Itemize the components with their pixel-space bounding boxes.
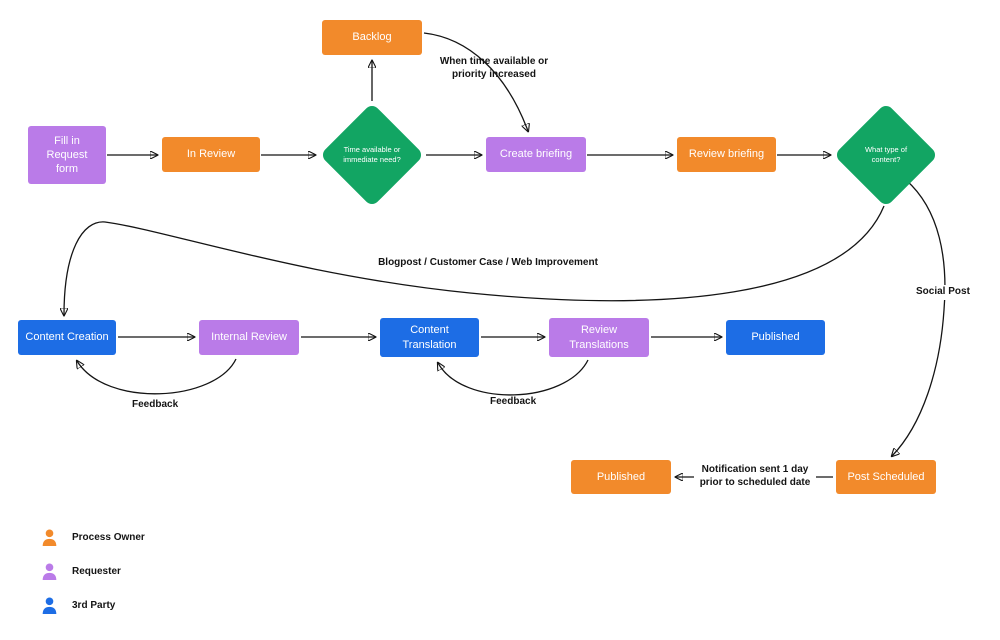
node-create-briefing[interactable]: Create briefing — [486, 137, 586, 172]
node-review-briefing[interactable]: Review briefing — [677, 137, 776, 172]
connector-feedback-to-content-creation — [77, 358, 237, 395]
node-review-translations[interactable]: Review Translations — [549, 318, 649, 357]
node-published-social-label: Published — [596, 470, 646, 483]
connector-type-decision-to-post-scheduled — [892, 179, 946, 456]
legend-item-process-owner: Process Owner — [40, 528, 145, 547]
node-published-web-label: Published — [751, 331, 800, 344]
edge-label-when-time-available: When time available or priority increase… — [439, 56, 549, 80]
connector-type-decision-to-content-creation — [64, 205, 885, 315]
legend-item-3rd-party: 3rd Party — [40, 596, 115, 615]
node-review-briefing-label: Review briefing — [688, 148, 765, 161]
process-owner-icon — [42, 529, 57, 547]
edge-label-feedback-translation: Feedback — [490, 396, 537, 407]
node-post-scheduled-label: Post Scheduled — [847, 470, 925, 483]
connector-backlog-to-create-briefing — [423, 32, 528, 131]
node-fill-request-form[interactable]: Fill in Request form — [28, 126, 106, 184]
legend-label-3rd-party: 3rd Party — [72, 600, 116, 611]
node-content-creation[interactable]: Content Creation — [18, 320, 116, 355]
edge-label-content-types: Blogpost / Customer Case / Web Improveme… — [378, 257, 598, 268]
node-fill-request-form-label: Fill in Request form — [46, 134, 88, 176]
edge-label-social-post: Social Post — [914, 285, 972, 300]
node-review-translations-label: Review Translations — [569, 324, 629, 351]
decision-time-available[interactable]: Time available or immediate need? — [319, 102, 425, 208]
node-content-translation-label: Content Translation — [402, 324, 457, 351]
node-content-creation-label: Content Creation — [25, 331, 109, 344]
node-backlog-label: Backlog — [352, 31, 392, 44]
node-published-web[interactable]: Published — [726, 320, 825, 355]
legend-label-process-owner: Process Owner — [72, 532, 145, 543]
node-post-scheduled[interactable]: Post Scheduled — [836, 460, 936, 494]
edge-label-notification: Notification sent 1 day prior to schedul… — [694, 463, 816, 490]
node-in-review-label: In Review — [186, 148, 236, 161]
node-internal-review[interactable]: Internal Review — [199, 320, 299, 355]
decision-content-type[interactable]: What type of content? — [833, 102, 939, 208]
legend-label-requester: Requester — [72, 566, 121, 577]
node-internal-review-label: Internal Review — [211, 331, 287, 344]
node-in-review[interactable]: In Review — [162, 137, 260, 172]
decision-content-type-label: What type of content? — [864, 144, 908, 164]
third-party-icon — [42, 597, 57, 615]
edge-label-feedback-creation: Feedback — [132, 399, 179, 410]
connector-feedback-to-content-translation — [438, 359, 589, 396]
legend-item-requester: Requester — [40, 562, 121, 581]
node-create-briefing-label: Create briefing — [499, 148, 573, 161]
node-content-translation[interactable]: Content Translation — [380, 318, 479, 357]
decision-time-available-label: Time available or immediate need? — [343, 144, 401, 164]
requester-icon — [42, 563, 57, 581]
node-published-social[interactable]: Published — [571, 460, 671, 494]
node-backlog[interactable]: Backlog — [322, 20, 422, 55]
